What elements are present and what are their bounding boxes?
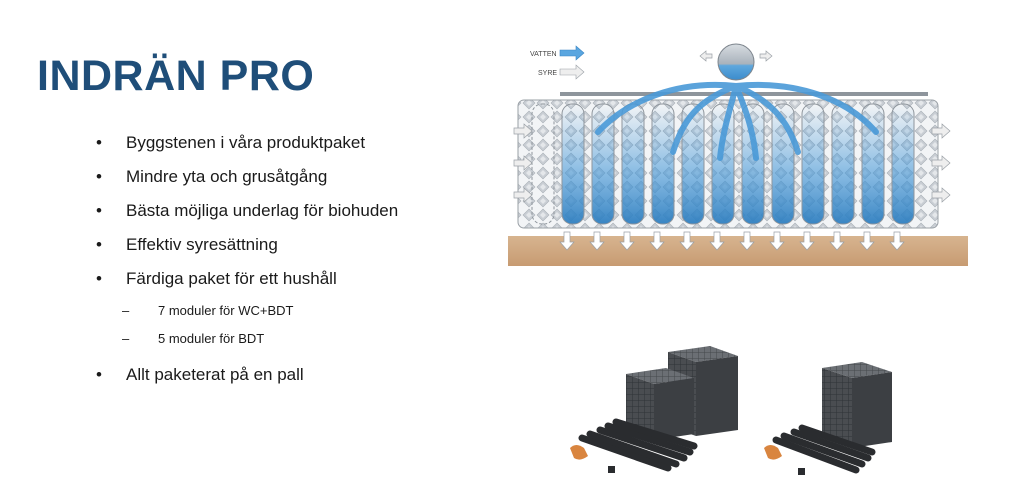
bullet-item: • Allt paketerat på en pall [96,362,496,396]
sphere-air-arrows [699,50,773,62]
ground-layer [508,236,968,266]
bullet-item: • Mindre yta och grusåtgång [96,164,496,198]
legend-label-oxygen: SYRE [538,70,557,77]
diagram-legend: VATTEN SYRE [530,45,585,80]
distribution-pipe [560,92,928,96]
bullet-text: Byggstenen i våra produktpaket [126,133,366,152]
bullet-item: • Bästa möjliga underlag för biohuden [96,198,496,232]
package-5-modules [764,362,892,475]
sub-bullet-marker: – [122,303,130,318]
infiltration-module-diagram: VATTEN SYRE [508,43,968,266]
sub-bullet-item: – 7 moduler för WC+BDT [96,300,496,328]
bullet-text: Mindre yta och grusåtgång [126,167,328,186]
bullet-item: • Effektiv syresättning [96,232,496,266]
sub-bullet-text: 7 moduler för WC+BDT [158,303,294,318]
pipe-fitting-icon [764,445,782,460]
bullet-marker: • [96,269,102,288]
bullet-text: Effektiv syresättning [126,235,278,254]
bullet-text: Allt paketerat på en pall [126,365,304,384]
pipe-fitting-icon [570,445,588,460]
water-flow-lines [595,82,879,161]
bullet-text: Färdiga paket för ett hushåll [126,269,337,288]
water-arrow-icon [559,45,585,61]
bullet-item: • Färdiga paket för ett hushåll [96,266,496,300]
bullet-list: • Byggstenen i våra produktpaket • Mindr… [96,130,496,396]
module-columns [531,103,915,225]
bullet-text: Bästa möjliga underlag för biohuden [126,201,399,220]
bullet-marker: • [96,133,102,152]
pallet-packages [570,346,892,475]
pipe-bundle [772,424,876,474]
sub-bullet-marker: – [122,331,130,346]
bullet-marker: • [96,201,102,220]
legend-label-water: VATTEN [530,51,557,58]
bullet-marker: • [96,167,102,186]
distributor-sphere-icon [717,43,755,81]
sub-bullet-item: – 5 moduler för BDT [96,328,496,356]
bullet-marker: • [96,365,102,384]
package-7-modules [570,346,738,473]
oxygen-arrow-icon [559,64,585,80]
sub-bullet-text: 5 moduler för BDT [158,331,265,346]
bullet-marker: • [96,235,102,254]
slide-title: INDRÄN PRO [37,52,315,100]
pipe-bundle [578,418,698,472]
oxygen-flow-arrows [513,123,951,203]
bullet-item: • Byggstenen i våra produktpaket [96,130,496,164]
infiltration-arrows [559,231,905,251]
